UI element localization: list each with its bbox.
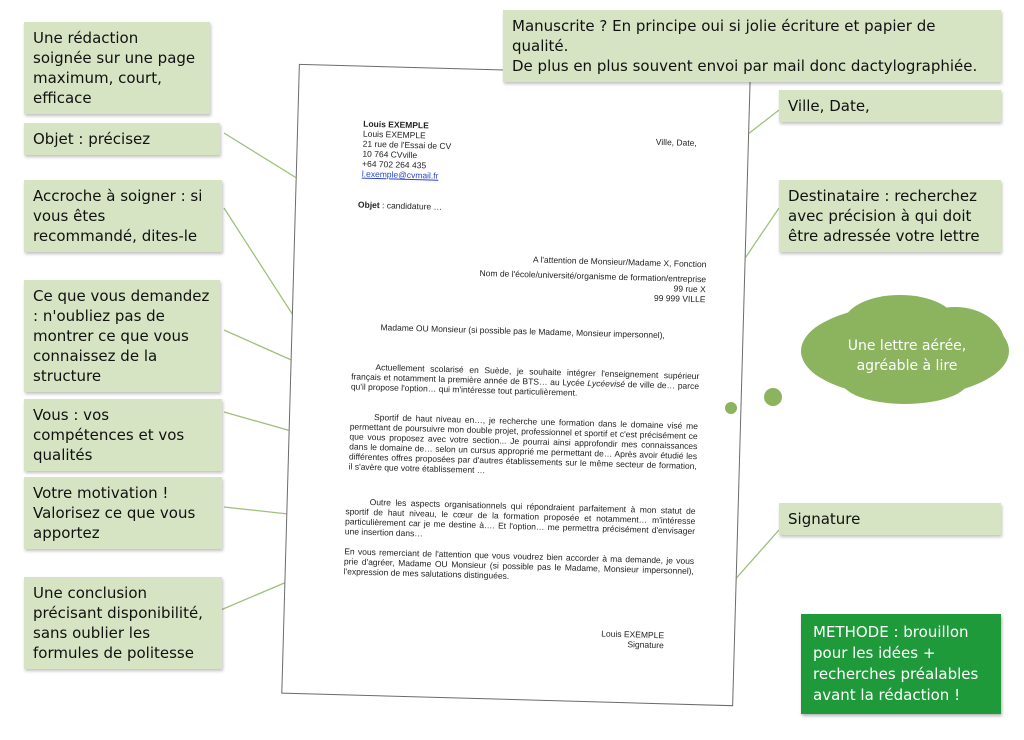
note-motivation: Votre motivation ! Valorisez ce que vous…	[24, 477, 222, 549]
note-signature: Signature	[779, 503, 1001, 535]
letter-paragraph-2: Sportif de haut niveau en…, je recherche…	[348, 412, 699, 476]
letter-ville-date: Ville, Date,	[655, 136, 697, 148]
letter-sheet: Louis EXEMPLE Louis EXEMPLE 21 rue de l'…	[281, 63, 751, 707]
note-ville-date: Ville, Date,	[779, 90, 1001, 122]
letter-paragraph-1: Actuellement scolarisé en Suède, je souh…	[351, 361, 700, 401]
note-destinataire: Destinataire : recherchez avec précision…	[779, 180, 1001, 252]
methode-box: METHODE : brouillon pour les idées + rec…	[801, 614, 1001, 714]
note-competences: Vous : vos compétences et vos qualités	[24, 399, 222, 471]
cloud-text: Une lettre aérée, agréable à lire	[847, 338, 967, 374]
objet-text: : candidature …	[379, 200, 443, 212]
note-manuscrite: Manuscrite ? En principe oui si jolie éc…	[503, 10, 1001, 82]
letter-salutation: Madame OU Monsieur (si possible pas le M…	[380, 322, 665, 341]
note-redaction: Une rédaction soignée sur une page maxim…	[24, 22, 210, 114]
letter-paragraph-4: En vous remerciant de l'attention que vo…	[343, 546, 695, 581]
note-objet: Objet : précisez	[24, 123, 220, 155]
note-conclusion: Une conclusion précisant disponibilité, …	[24, 577, 222, 669]
letter-paragraph-3: Outre les aspects organisationnels qui r…	[344, 496, 696, 539]
note-demandez: Ce que vous demandez : n'oubliez pas de …	[24, 280, 220, 392]
para1-italic: Lycéevisé	[587, 377, 626, 390]
manuscrite-line-1: Manuscrite ? En principe oui si jolie éc…	[512, 17, 936, 55]
objet-label: Objet	[357, 199, 380, 211]
letter-objet: Objet : candidature …	[358, 200, 442, 212]
manuscrite-line-2: De plus en plus souvent envoi par mail d…	[512, 57, 978, 75]
cloud-bubble-medium	[725, 402, 737, 414]
cloud-bubble-large	[764, 388, 782, 406]
letter-attention: A l'attention de Monsieur/Madame X, Fonc…	[532, 254, 707, 270]
thought-cloud	[725, 295, 1009, 414]
note-accroche: Accroche à soigner : si vous êtes recomm…	[24, 180, 222, 252]
